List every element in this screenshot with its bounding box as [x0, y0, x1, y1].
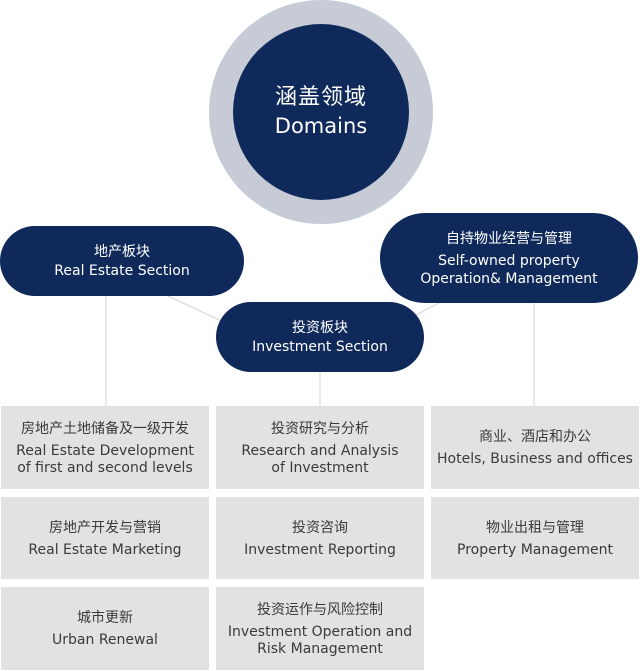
domain-box-label-zh: 房地产土地储备及一级开发	[21, 420, 189, 437]
domain-box: 商业、酒店和办公 Hotels, Business and offices	[431, 406, 639, 489]
domain-box-label-zh: 城市更新	[77, 610, 133, 626]
self-owned-property-section-pill: 自持物业经营与管理 Self-owned property Operation&…	[380, 213, 638, 303]
domain-box-label-zh: 物业出租与管理	[486, 519, 584, 536]
domain-box: 投资咨询 Investment Reporting	[216, 497, 424, 579]
domain-box: 投资运作与风险控制 Investment Operation and Risk …	[216, 587, 424, 670]
domain-box-label-en: Investment Operation and Risk Management	[227, 623, 413, 657]
section-label-en: Real Estate Section	[54, 263, 190, 279]
domain-box-label-en: Urban Renewal	[52, 632, 158, 648]
domain-box-label-en: Research and Analysis of Investment	[241, 442, 399, 476]
domain-box-label-zh: 投资运作与风险控制	[257, 601, 383, 618]
domain-box: 投资研究与分析 Research and Analysis of Investm…	[216, 406, 424, 489]
section-label-zh: 投资板块	[292, 320, 348, 336]
domain-box: 房地产开发与营销 Real Estate Marketing	[1, 497, 209, 579]
domain-box-label-zh: 投资咨询	[292, 519, 348, 536]
real-estate-section-pill: 地产板块 Real Estate Section	[0, 226, 244, 296]
section-label-en: Investment Section	[252, 339, 388, 355]
domain-box-label-zh: 商业、酒店和办公	[479, 429, 591, 445]
section-label-en: Self-owned property Operation& Managemen…	[420, 252, 598, 287]
domain-box-label-zh: 投资研究与分析	[271, 420, 369, 437]
domain-box: 城市更新 Urban Renewal	[1, 587, 209, 670]
section-label-zh: 自持物业经营与管理	[446, 230, 572, 247]
domain-box-label-en: Real Estate Development of first and sec…	[16, 442, 194, 476]
investment-section-pill: 投资板块 Investment Section	[216, 302, 424, 372]
hub-title-zh: 涵盖领域	[274, 85, 367, 110]
domain-box-label-en: Investment Reporting	[244, 541, 396, 558]
domain-box: 房地产土地储备及一级开发 Real Estate Development of …	[1, 406, 209, 489]
domain-box-label-en: Real Estate Marketing	[28, 541, 182, 558]
domain-box-label-zh: 房地产开发与营销	[49, 519, 161, 536]
domains-hub: 涵盖领域 Domains	[233, 24, 409, 200]
domain-box-label-en: Hotels, Business and offices	[437, 451, 633, 467]
hub-title-en: Domains	[274, 114, 368, 138]
domain-box: 物业出租与管理 Property Management	[431, 497, 639, 579]
domain-box-label-en: Property Management	[457, 541, 613, 558]
section-label-zh: 地产板块	[94, 244, 150, 260]
